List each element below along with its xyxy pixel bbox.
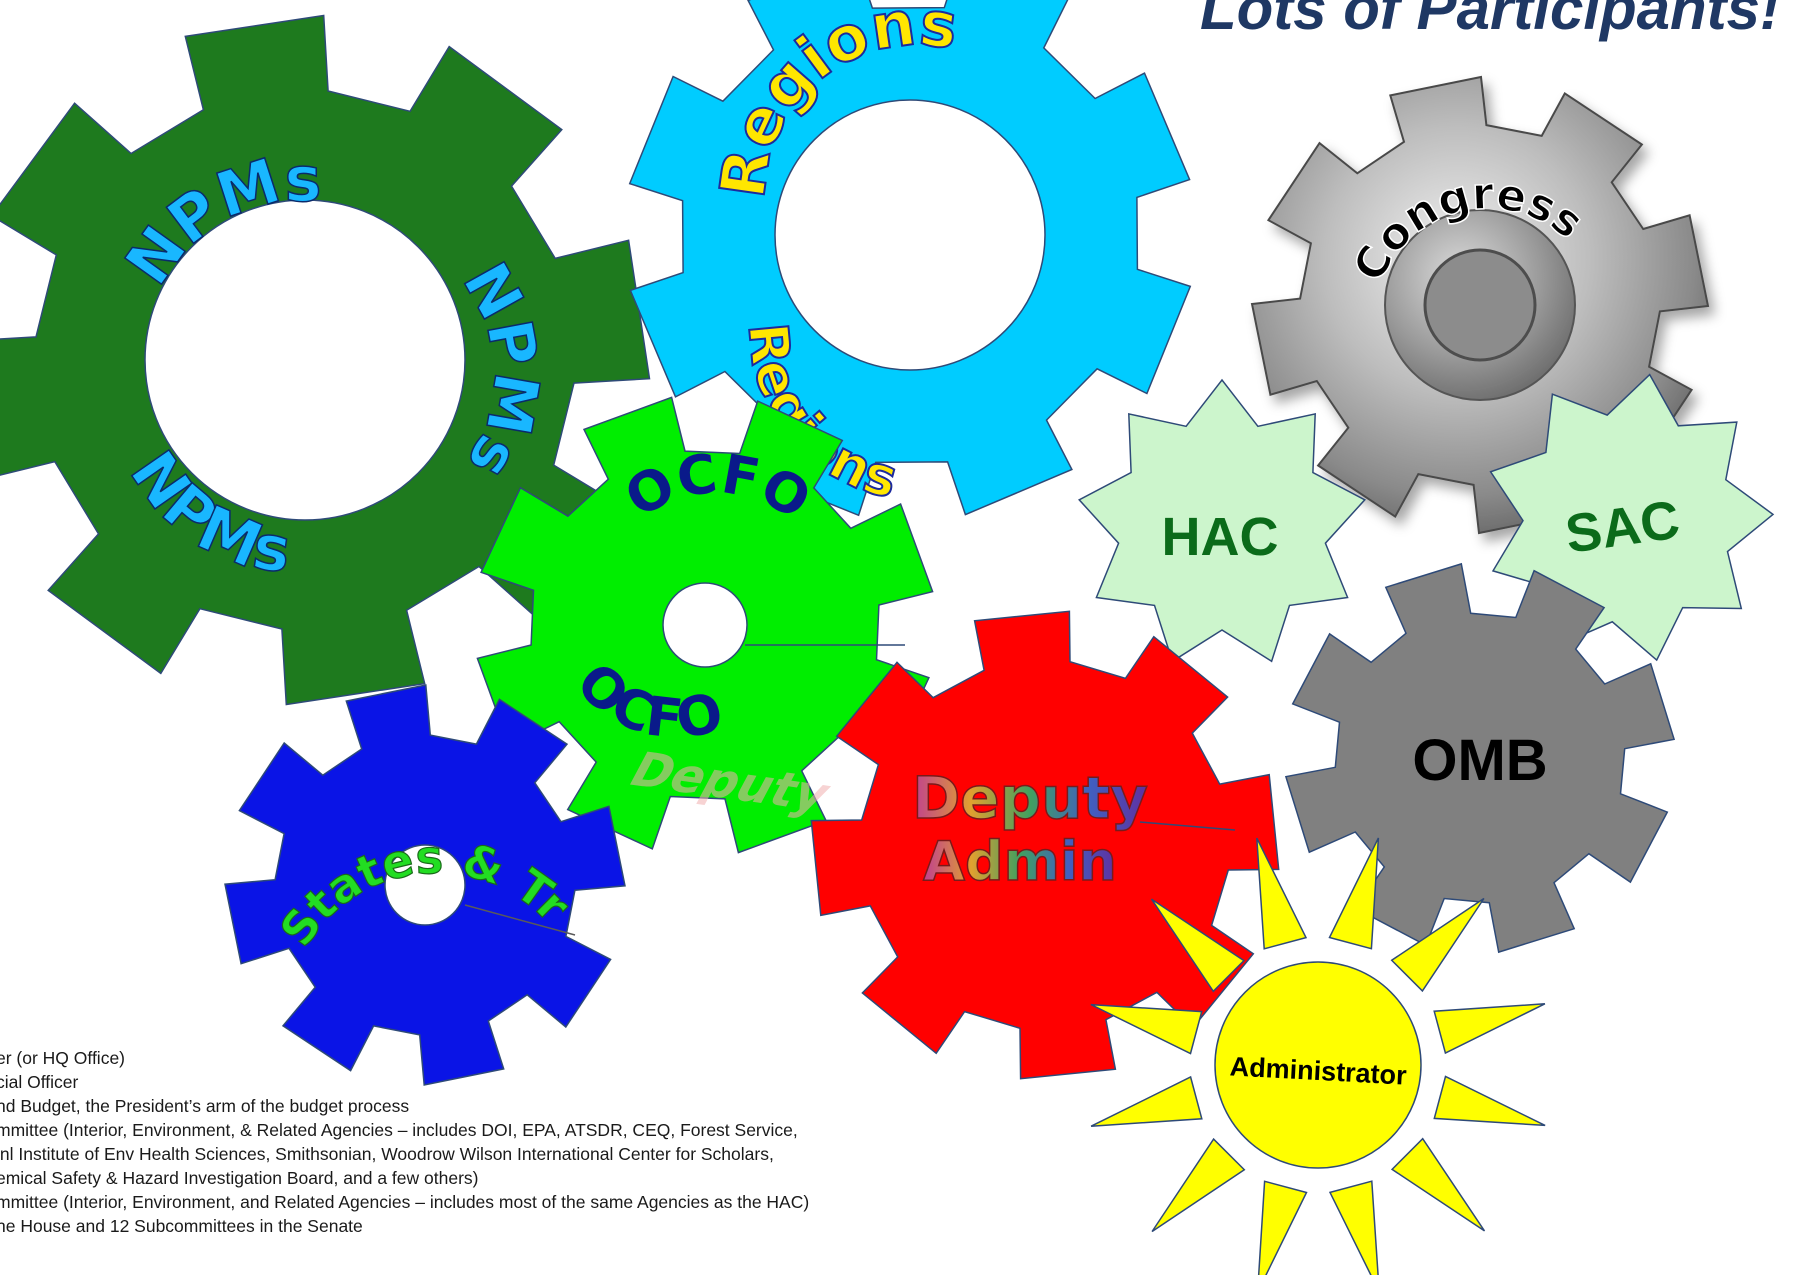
sun-rays xyxy=(1090,837,1546,1275)
hac-label: HAC xyxy=(1162,507,1279,567)
hac-star: HAC xyxy=(1077,378,1367,663)
ocfo-gear: OCFO OCFO xyxy=(476,396,934,854)
note-line: mmittee (Interior, Environment, and Rela… xyxy=(0,1192,810,1212)
sun-ray xyxy=(1328,837,1380,950)
sun-ray xyxy=(1433,1075,1546,1127)
acronym-notes: er (or HQ Office) cial Officer nd Budget… xyxy=(0,1046,1096,1238)
administrator-sun: Administrator xyxy=(1090,837,1546,1275)
regions-gear: Regions Regions xyxy=(628,0,1192,517)
note-line: cial Officer xyxy=(0,1072,79,1092)
sun-ray xyxy=(1150,898,1246,993)
sun-ray xyxy=(1328,1180,1379,1275)
note-line: emical Safety & Hazard Investigation Boa… xyxy=(0,1168,479,1188)
note-line: nd Budget, the President’s arm of the bu… xyxy=(0,1096,410,1116)
note-line: ’nl Institute of Env Health Sciences, Sm… xyxy=(0,1144,774,1164)
sun-ray xyxy=(1151,1137,1246,1233)
omb-label: OMB xyxy=(1412,728,1547,793)
note-line: he House and 12 Subcommittees in the Sen… xyxy=(0,1216,363,1236)
slide-title: Lots of Participants! xyxy=(1199,0,1780,42)
sun-ray xyxy=(1090,1003,1203,1055)
sun-ray xyxy=(1090,1075,1203,1127)
note-line: mmittee (Interior, Environment, & Relate… xyxy=(0,1120,798,1140)
sun-ray xyxy=(1390,897,1485,993)
sun-ray xyxy=(1390,1137,1486,1232)
sun-ray xyxy=(1433,1003,1546,1055)
sun-ray xyxy=(1256,837,1308,950)
note-line: er (or HQ Office) xyxy=(0,1048,126,1068)
sun-core xyxy=(1214,961,1422,1169)
omb-gear: OMB xyxy=(1284,562,1676,954)
deputy-admin-line2: Admin xyxy=(923,830,1117,893)
sun-ray xyxy=(1257,1180,1308,1275)
deputy-admin-line1: Deputy xyxy=(912,764,1148,832)
